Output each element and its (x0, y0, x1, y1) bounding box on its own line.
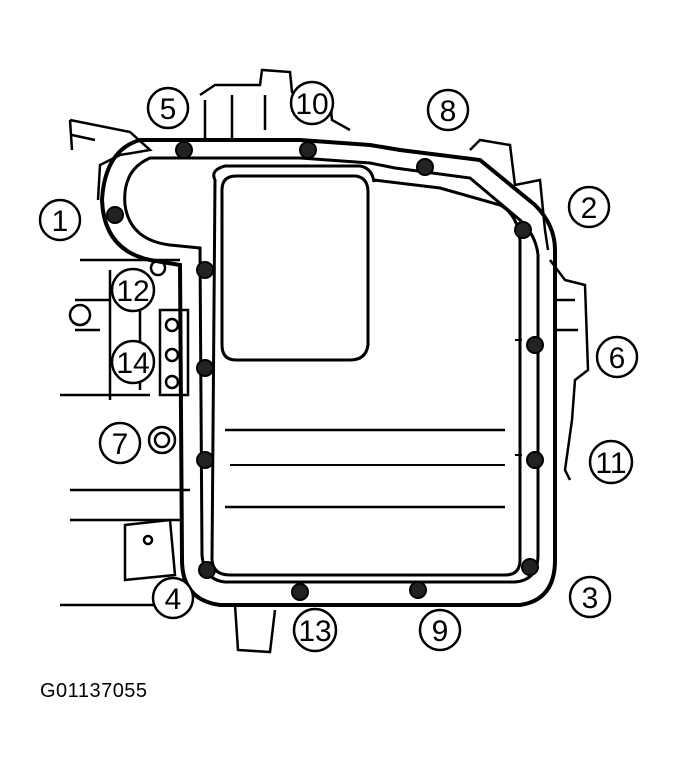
pan-bolt (196, 451, 214, 469)
callout-1: 1 (38, 198, 82, 242)
svg-text:3: 3 (582, 582, 599, 615)
housing-bolt (142, 534, 154, 546)
svg-text:13: 13 (298, 615, 331, 648)
svg-text:14: 14 (116, 347, 149, 380)
pan-bolt (175, 141, 193, 159)
callout-7: 7 (98, 421, 142, 465)
pan-rib (515, 339, 522, 456)
pan-bolt (106, 206, 124, 224)
callout-10: 10 (289, 80, 335, 126)
callout-8: 8 (426, 88, 470, 132)
housing-bolt (68, 303, 92, 327)
svg-text:8: 8 (440, 95, 457, 128)
callout-12: 12 (110, 267, 156, 313)
callouts: 1 2 3 4 5 6 7 (38, 80, 639, 653)
svg-text:1: 1 (52, 205, 69, 238)
pan-bolts (106, 141, 544, 601)
callout-6: 6 (595, 335, 639, 379)
oil-pan (99, 138, 557, 607)
callout-3: 3 (568, 575, 612, 619)
svg-text:5: 5 (160, 93, 177, 126)
figure-caption: G01137055 (40, 680, 148, 702)
pan-bolt (521, 558, 539, 576)
callout-2: 2 (567, 185, 611, 229)
svg-text:4: 4 (165, 583, 182, 616)
pan-bolt (196, 359, 214, 377)
svg-text:10: 10 (295, 88, 328, 121)
pan-bolt (409, 581, 427, 599)
pan-bolt (526, 336, 544, 354)
svg-text:12: 12 (116, 275, 149, 308)
callout-9: 9 (418, 608, 462, 652)
pan-bolt (299, 141, 317, 159)
housing-bolt (164, 347, 180, 363)
callout-5: 5 (146, 86, 190, 130)
svg-text:11: 11 (595, 447, 626, 480)
pan-bolt (196, 261, 214, 279)
pan-bolt (514, 221, 532, 239)
svg-text:7: 7 (112, 428, 129, 461)
housing-bolt (164, 374, 180, 390)
callout-11: 11 (588, 439, 634, 485)
callout-14: 14 (110, 339, 156, 385)
callout-13: 13 (292, 607, 338, 653)
svg-text:6: 6 (609, 342, 626, 375)
pan-bolt (198, 561, 216, 579)
pan-flange-inner (123, 156, 540, 584)
pan-body (210, 164, 522, 577)
drain-plug-center (153, 431, 171, 449)
pan-bolt (526, 451, 544, 469)
housing-bolt (164, 317, 180, 333)
pan-bolt (416, 158, 434, 176)
callout-4: 4 (151, 576, 195, 620)
pan-bolt (291, 583, 309, 601)
pan-flange-outer (99, 138, 557, 607)
filter-outline (220, 174, 370, 362)
svg-text:2: 2 (581, 192, 598, 225)
transmission-housing (60, 68, 590, 654)
svg-text:9: 9 (432, 615, 449, 648)
